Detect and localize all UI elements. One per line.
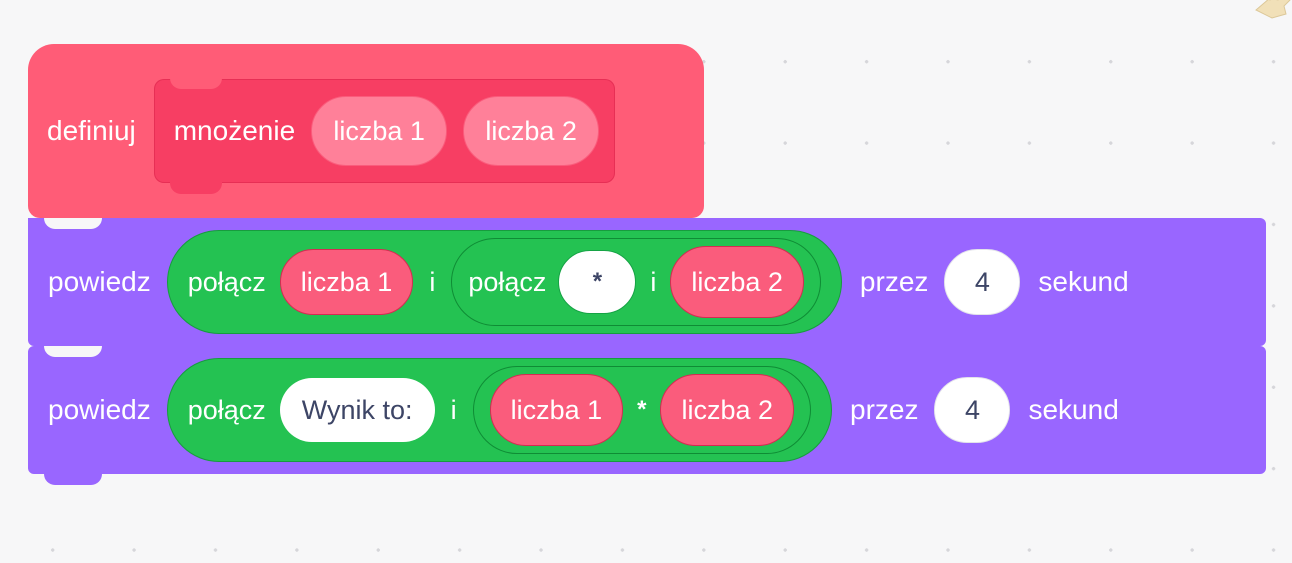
join-operator-inner-1[interactable]: połącz * i liczba 2 — [451, 238, 821, 326]
variable-reporter-liczba-1-b[interactable]: liczba 1 — [489, 374, 624, 446]
procedure-param-liczba-1[interactable]: liczba 1 — [311, 96, 448, 166]
seconds-keyword-label-2: sekund — [1028, 394, 1119, 425]
join-connector-inner-1: i — [650, 266, 657, 297]
join-label-outer-1: połącz — [187, 266, 266, 297]
define-keyword-label: definiuj — [47, 115, 136, 146]
define-hat-block[interactable]: definiuj mnożenie liczba 1 liczba 2 — [28, 44, 704, 229]
join-operator-outer-1[interactable]: połącz liczba 1 i połącz * i liczba 2 — [166, 230, 842, 334]
for-keyword-label-1: przez — [859, 266, 929, 297]
seconds-input-1[interactable]: 4 — [944, 249, 1021, 315]
join-connector-outer-2: i — [450, 394, 457, 425]
join-label-inner-1: połącz — [468, 266, 547, 297]
sprite-decoration-icon — [1255, 0, 1291, 19]
variable-reporter-liczba-2-a[interactable]: liczba 2 — [670, 246, 804, 318]
variable-reporter-liczba-1-a[interactable]: liczba 1 — [279, 249, 414, 315]
say-keyword-label-1: powiedz — [48, 266, 151, 297]
say-for-seconds-block-1[interactable]: powiedz połącz liczba 1 i połącz * i lic… — [28, 218, 1266, 357]
procedure-param-liczba-2[interactable]: liczba 2 — [463, 96, 600, 166]
multiply-operator-2[interactable]: liczba 1 * liczba 2 — [472, 366, 812, 454]
variable-reporter-liczba-2-b[interactable]: liczba 2 — [660, 374, 795, 446]
procedure-prototype[interactable]: mnożenie liczba 1 liczba 2 — [153, 78, 616, 194]
procedure-name-label: mnożenie — [173, 115, 296, 146]
join-connector-outer-1: i — [429, 266, 436, 297]
text-input-asterisk[interactable]: * — [558, 250, 637, 314]
say-keyword-label-2: powiedz — [48, 394, 151, 425]
for-keyword-label-2: przez — [850, 394, 919, 425]
say-for-seconds-block-2[interactable]: powiedz połącz Wynik to: i liczba 1 * li… — [28, 346, 1266, 485]
multiply-symbol-label: * — [637, 396, 647, 423]
join-operator-outer-2[interactable]: połącz Wynik to: i liczba 1 * liczba 2 — [166, 358, 833, 462]
block-script-stack[interactable]: definiuj mnożenie liczba 1 liczba 2 powi… — [28, 44, 1266, 485]
text-input-wynik-to[interactable]: Wynik to: — [279, 378, 435, 442]
block-notch-top — [44, 346, 102, 357]
block-notch-top — [44, 218, 102, 229]
seconds-keyword-label-1: sekund — [1038, 266, 1129, 297]
join-label-outer-2: połącz — [187, 394, 266, 425]
block-notch-bottom — [44, 473, 102, 485]
seconds-input-2[interactable]: 4 — [934, 377, 1011, 443]
